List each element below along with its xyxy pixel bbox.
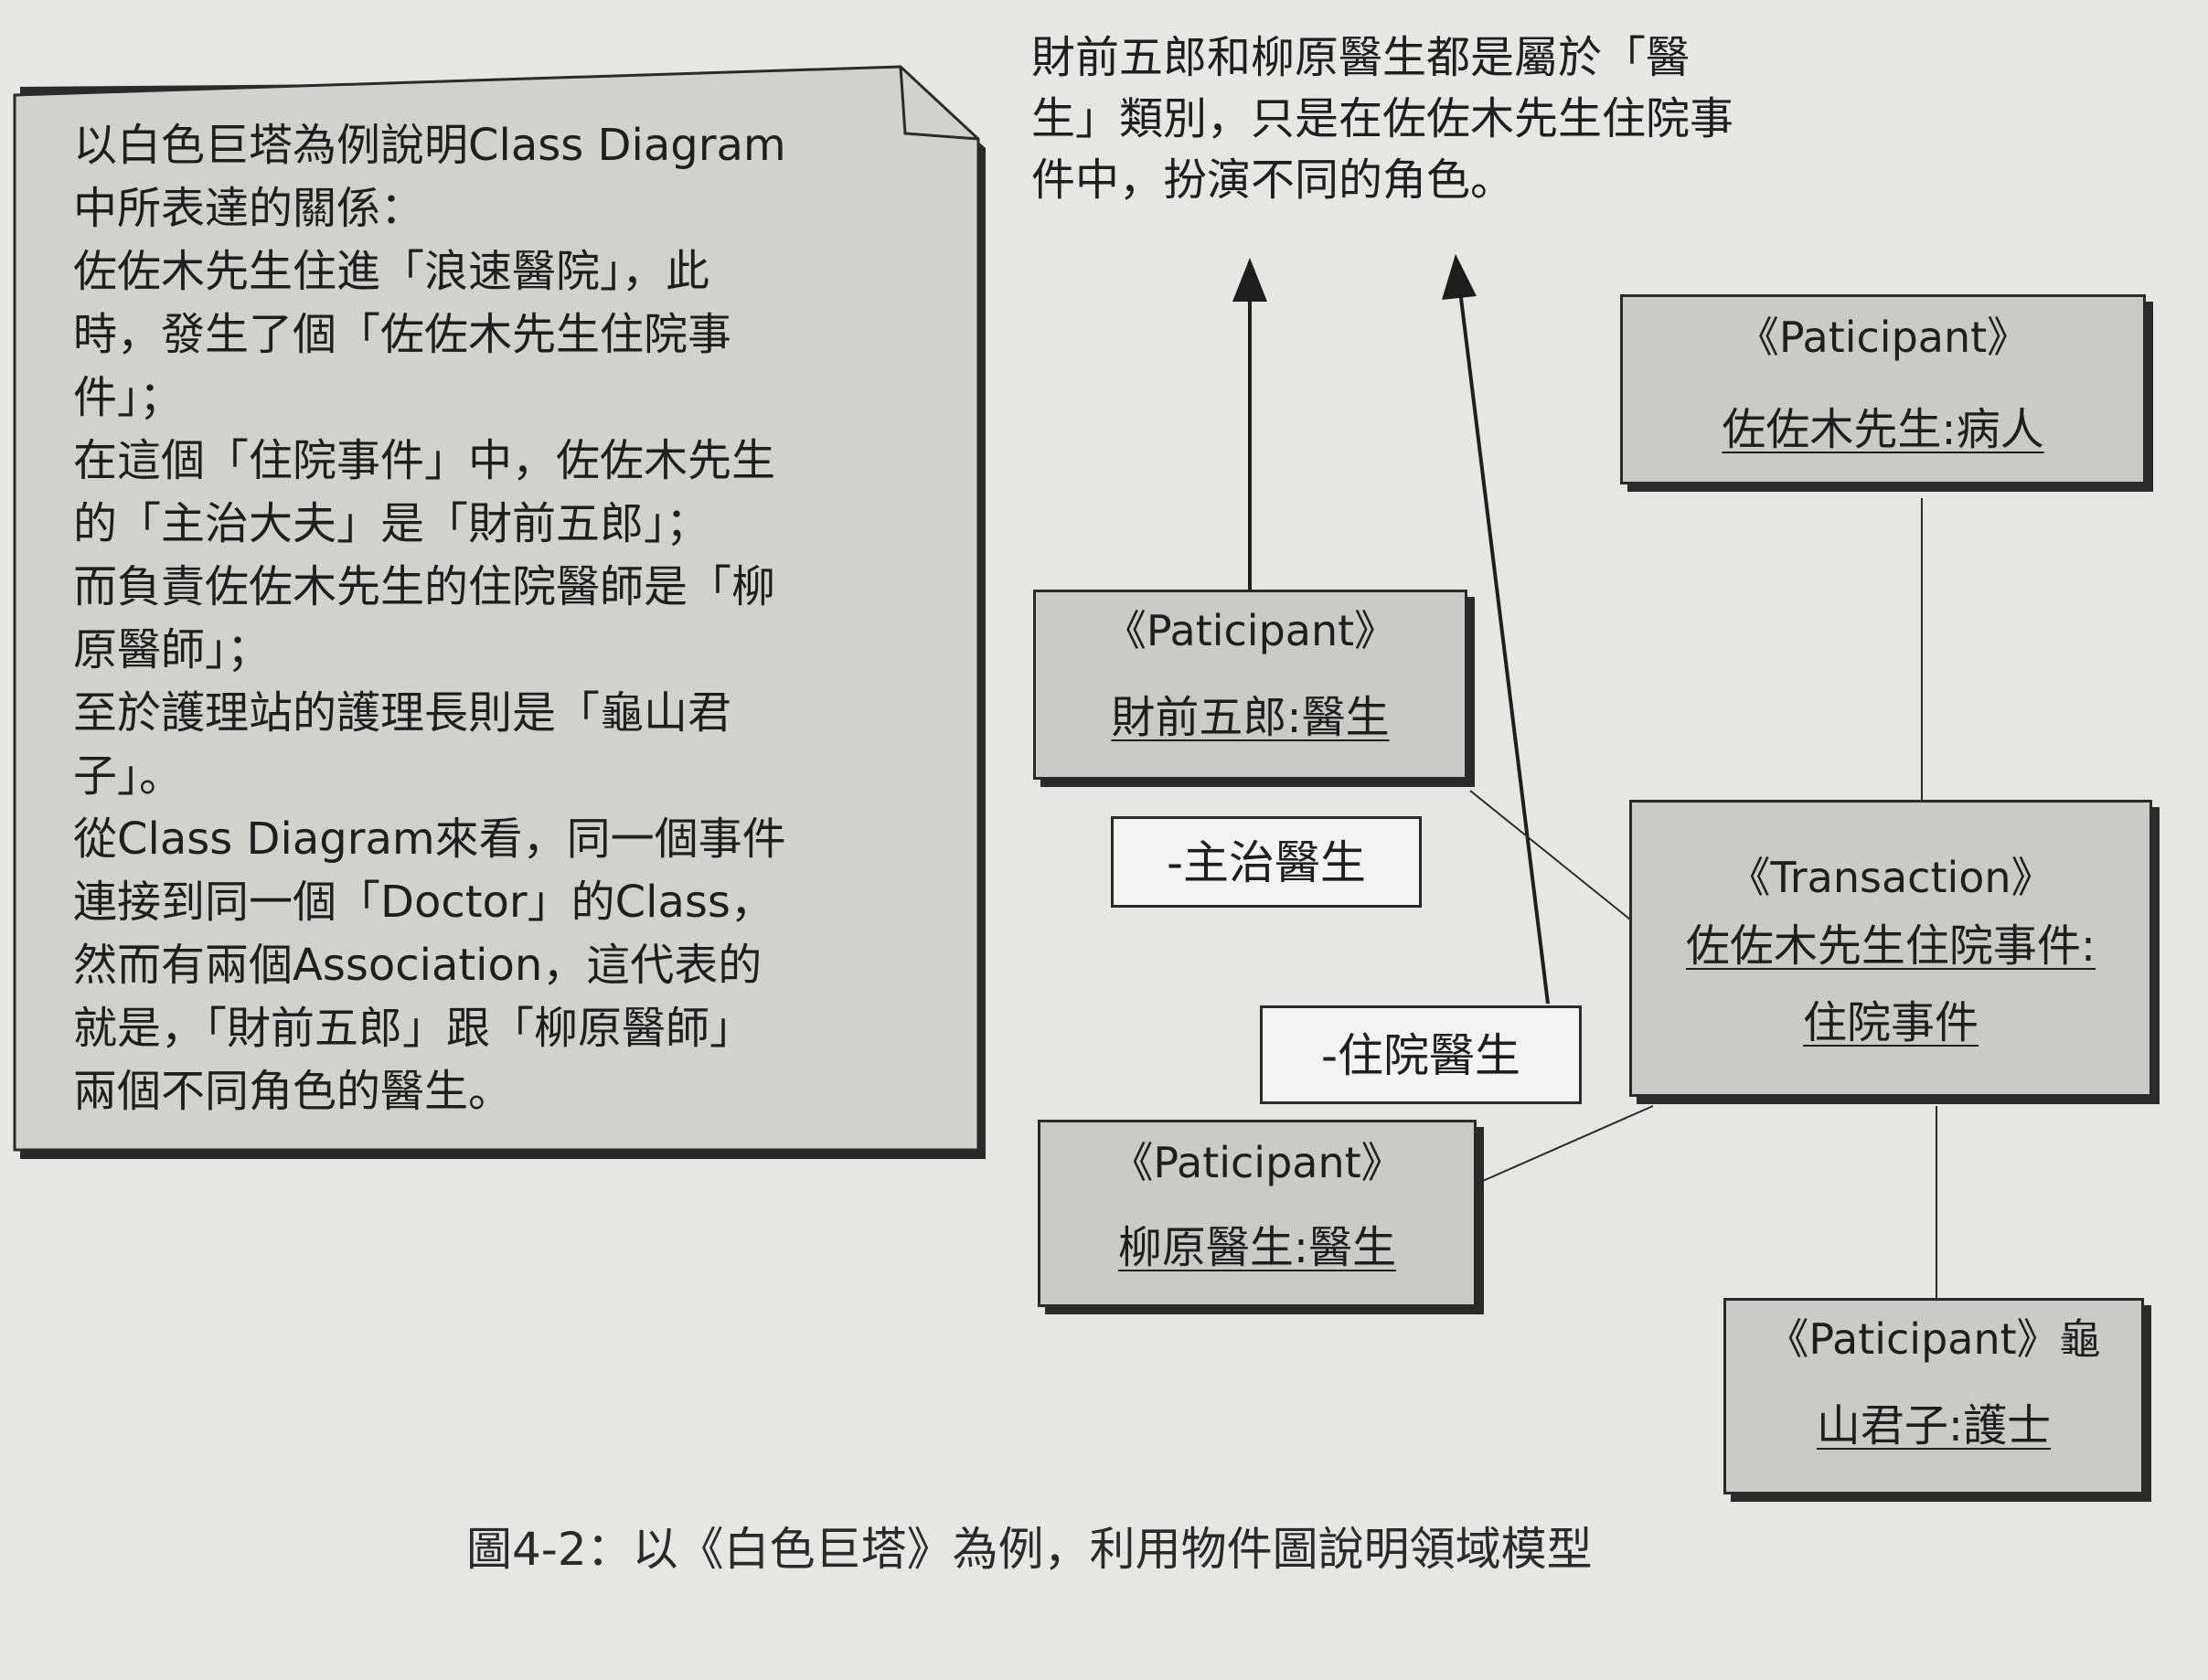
- note-line: 中所表達的關係：: [73, 183, 425, 234]
- stereotype-label: 《Paticipant》: [1111, 1138, 1403, 1187]
- note-line: 的「主治大夫」是「財前五郎」；: [73, 498, 710, 549]
- note-box: [13, 65, 980, 1152]
- object-transaction: 《Transaction》 佐佐木先生住院事件: 住院事件: [1629, 800, 2152, 1097]
- note-line: 從Class Diagram來看，同一個事件: [73, 813, 786, 865]
- note-line: 時，發生了個「佐佐木先生住院事: [73, 309, 732, 360]
- object-name: 山君子:護士: [1816, 1400, 2052, 1451]
- note-line: 原醫師」；: [73, 624, 272, 675]
- stereotype-label: 《Paticipant》龜: [1726, 1312, 2141, 1366]
- stereotype-text: 《Paticipant》: [1766, 1314, 2059, 1364]
- object-name-line2: 住院事件: [1802, 997, 1979, 1048]
- note-text: 以白色巨塔為例說明Class Diagram 中所表達的關係： 佐佐木先生住進「…: [73, 114, 896, 1123]
- object-name-line1: 佐佐木先生住院事件:: [1685, 920, 2096, 972]
- note-line: 件」；: [73, 372, 184, 423]
- stereotype-label: 《Paticipant》: [1104, 606, 1397, 655]
- note-line: 以白色巨塔為例說明Class Diagram: [73, 120, 786, 171]
- role-label-attending: -主治醫生: [1111, 816, 1422, 908]
- note-line: 而負責佐佐木先生的住院醫師是「柳: [73, 561, 776, 612]
- object-name: 柳原醫生:醫生: [1117, 1222, 1397, 1273]
- note-line: 連接到同一個「Doctor」的Class，: [73, 877, 774, 928]
- object-name: 財前五郎:醫生: [1111, 692, 1390, 743]
- object-zaizen: 《Paticipant》 財前五郎:醫生: [1033, 590, 1467, 780]
- role-label-resident: -住院醫生: [1260, 1005, 1582, 1104]
- note-line: 佐佐木先生住進「浪速醫院」，此: [73, 246, 710, 297]
- annotation-line: 財前五郎和柳原醫生都是屬於「醫: [1031, 32, 1691, 83]
- object-patient: 《Paticipant》 佐佐木先生:病人: [1620, 294, 2146, 484]
- stereotype-label: 《Paticipant》: [1736, 313, 2030, 362]
- stereotype-label: 《Transaction》: [1728, 853, 2053, 902]
- note-line: 子」。: [73, 750, 184, 802]
- arrowhead-yanagihara: [1442, 254, 1477, 300]
- association-zaizen-transaction: [1469, 790, 1636, 924]
- object-nurse: 《Paticipant》龜 山君子:護士: [1723, 1298, 2144, 1494]
- note-fold: [899, 66, 979, 141]
- stereotype-tail: 龜: [2058, 1314, 2101, 1364]
- annotation-line: 生」類別，只是在佐佐木先生住院事: [1031, 93, 1734, 144]
- object-name: 佐佐木先生:病人: [1722, 404, 2044, 455]
- annotation-line: 件中，扮演不同的角色。: [1031, 154, 1515, 206]
- association-yanagihara-transaction: [1476, 1105, 1654, 1185]
- note-line: 就是，「財前五郎」跟「柳原醫師」: [73, 1003, 754, 1054]
- arrowhead-zaizen: [1232, 258, 1267, 302]
- generalization-arrow-yanagihara: [1458, 290, 1550, 1005]
- figure-caption: 圖4-2：以《白色巨塔》為例，利用物件圖說明領域模型: [466, 1523, 1593, 1576]
- note-line: 在這個「住院事件」中，佐佐木先生: [73, 435, 776, 486]
- note-line: 兩個不同角色的醫生。: [73, 1066, 513, 1117]
- note-line: 至於護理站的護理長則是「龜山君: [73, 687, 732, 739]
- object-yanagihara: 《Paticipant》 柳原醫生:醫生: [1038, 1120, 1477, 1307]
- note-line: 然而有兩個Association，這代表的: [73, 940, 763, 991]
- top-annotation: 財前五郎和柳原醫生都是屬於「醫 生」類別，只是在佐佐木先生住院事 件中，扮演不同…: [1031, 27, 1909, 211]
